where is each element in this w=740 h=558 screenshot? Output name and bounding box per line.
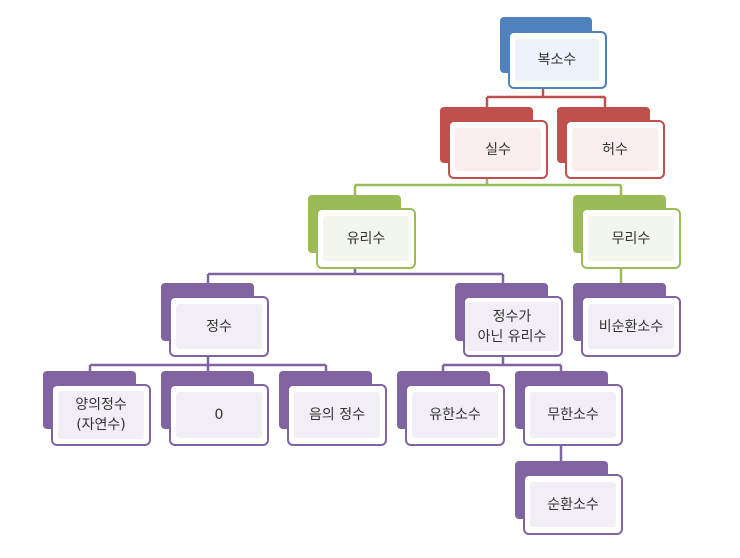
node-non-integer-rational: 정수가 아닌 유리수 xyxy=(455,283,563,357)
node-repeating-decimal-label: 순환소수 xyxy=(547,496,599,513)
node-irrational-label: 무리수 xyxy=(611,230,651,247)
connector-real xyxy=(353,176,623,197)
node-irrational: 무리수 xyxy=(573,195,681,269)
node-zero-label: 0 xyxy=(214,407,224,423)
node-non-repeating: 비순환소수 xyxy=(573,283,681,357)
node-negative-integer: 음의 정수 xyxy=(279,371,387,446)
node-repeating-decimal: 순환소수 xyxy=(515,461,623,535)
node-non-repeating-label: 비순환소수 xyxy=(598,318,664,335)
node-integer-label: 정수 xyxy=(206,318,232,335)
node-positive-integer-label: 양의정수 (자연수) xyxy=(75,397,127,433)
node-real: 실수 xyxy=(440,107,548,179)
node-infinite-decimal: 무한소수 xyxy=(515,371,623,446)
node-rational: 유리수 xyxy=(308,195,416,269)
node-imaginary: 허수 xyxy=(557,107,665,179)
node-infinite-decimal-label: 무한소수 xyxy=(547,407,599,423)
node-complex: 복소수 xyxy=(500,17,607,89)
node-imaginary-label: 허수 xyxy=(602,141,628,158)
node-zero: 0 xyxy=(161,371,269,446)
node-negative-integer-label: 음의 정수 xyxy=(309,407,365,423)
node-positive-integer: 양의정수 (자연수) xyxy=(43,371,151,446)
node-complex-label: 복소수 xyxy=(537,52,577,68)
node-non-integer-rational-label: 정수가 아닌 유리수 xyxy=(477,308,547,345)
node-integer: 정수 xyxy=(161,283,269,357)
node-finite-decimal-label: 유한소수 xyxy=(429,407,481,423)
node-rational-label: 유리수 xyxy=(346,230,386,247)
node-real-label: 실수 xyxy=(485,141,511,158)
node-finite-decimal: 유한소수 xyxy=(397,371,505,446)
